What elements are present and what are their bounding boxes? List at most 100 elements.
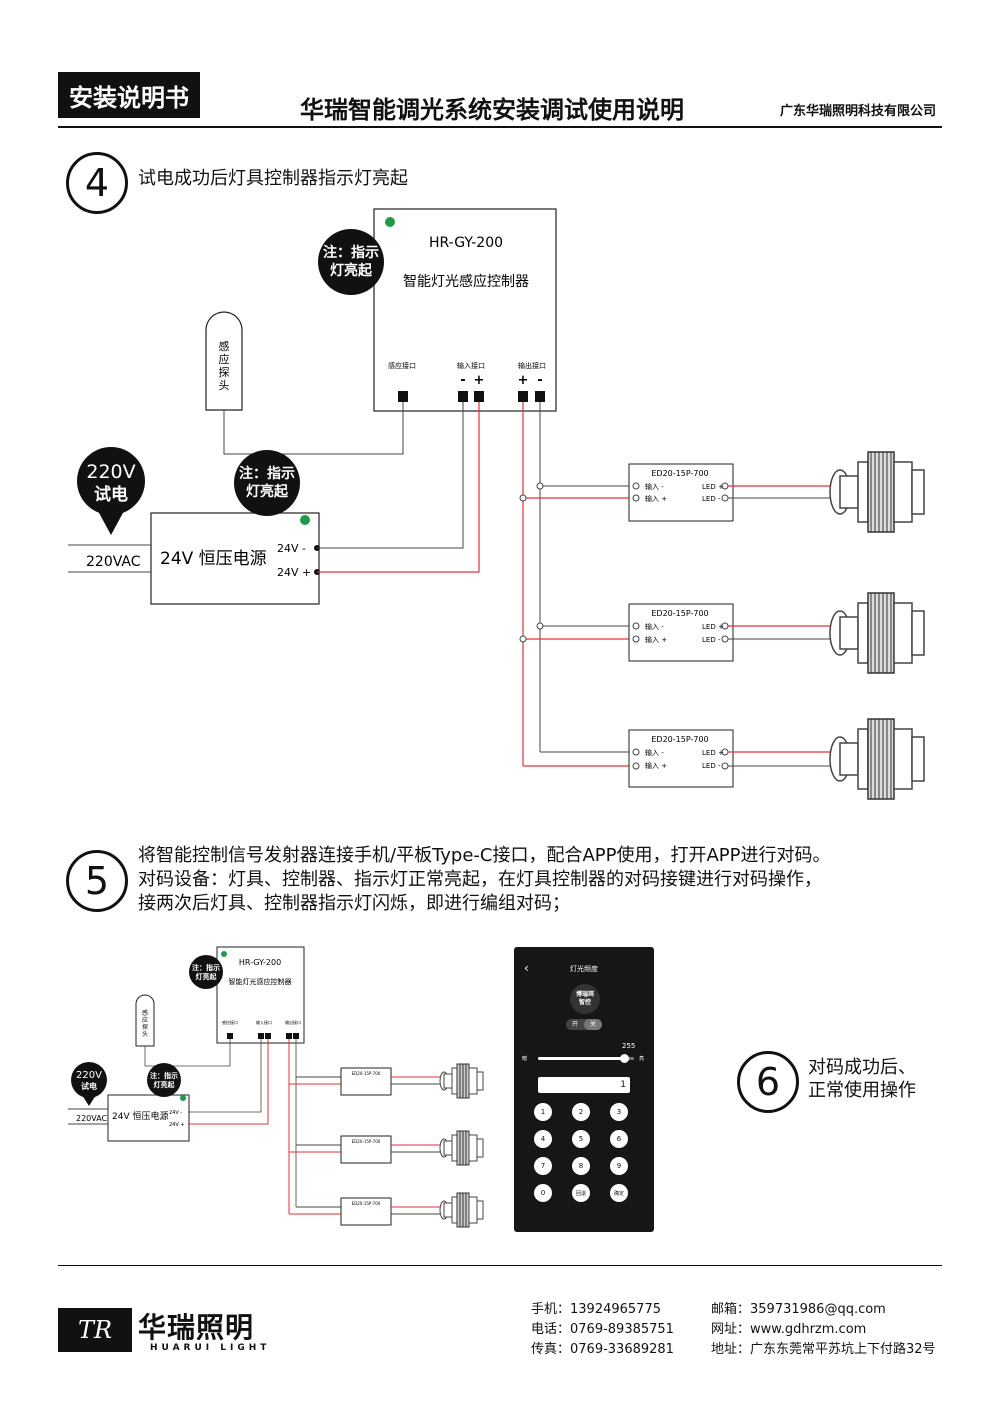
header-divider (58, 126, 942, 128)
svg-text:探: 探 (219, 366, 230, 379)
svg-text:注：指示: 注：指示 (323, 244, 379, 261)
test-220v-bubble (77, 447, 145, 515)
output-minus: - (537, 373, 542, 388)
svg-text:感应接口: 感应接口 (222, 1019, 238, 1025)
svg-text:头: 头 (219, 379, 230, 392)
slider-value: 255 (622, 1042, 636, 1050)
svg-text:220V: 220V (76, 1070, 102, 1081)
svg-text:试电: 试电 (81, 1081, 97, 1091)
step-6-number: 6 (737, 1051, 799, 1113)
svg-text:输入 -: 输入 - (645, 482, 664, 491)
step-6-line-2: 正常使用操作 (808, 1080, 916, 1101)
output-plus: + (518, 373, 529, 388)
keypad-key[interactable]: 6 (610, 1130, 628, 1148)
port-input-label: 输入接口 (457, 361, 485, 370)
svg-text:应: 应 (219, 352, 230, 366)
step-4-text: 试电成功后灯具控制器指示灯亮起 (138, 168, 408, 189)
keypad-key[interactable]: 9 (610, 1157, 628, 1175)
svg-text:感: 感 (142, 1009, 148, 1017)
sensor-probe (205, 311, 243, 411)
brightness-slider[interactable] (538, 1054, 634, 1063)
note-bubble-controller (318, 229, 384, 295)
svg-text:注：指示: 注：指示 (239, 465, 295, 482)
psu-plus: 24V + (277, 566, 311, 579)
step-5-line-2: 对码设备：灯具、控制器、指示灯正常亮起，在灯具控制器的对码接键进行对码操作， (138, 869, 822, 890)
svg-text:试电: 试电 (94, 484, 128, 505)
keypad-key[interactable]: 4 (534, 1130, 552, 1148)
svg-text:220V: 220V (86, 461, 135, 483)
document-title: 华瑞智能调光系统安装调试使用说明 (300, 96, 684, 124)
contact-email[interactable]: 邮箱：359731986@qq.com (711, 1302, 886, 1317)
code-input[interactable]: 1 (538, 1077, 630, 1093)
back-icon[interactable]: ‹ (524, 961, 529, 975)
controller-box (373, 208, 557, 412)
svg-text:LED -: LED - (702, 495, 721, 503)
svg-text:灯亮起: 灯亮起 (154, 1080, 176, 1089)
svg-text:注：指示: 注：指示 (150, 1071, 178, 1080)
controller-indicator-led (385, 217, 395, 227)
svg-text:输出接口: 输出接口 (285, 1019, 301, 1025)
svg-text:灯亮起: 灯亮起 (246, 483, 289, 500)
driver-row-2: ED20-15P-700 输入 - 输入 + LED + LED - (519, 592, 925, 674)
keypad-key[interactable]: 3 (610, 1103, 628, 1121)
company-name: 广东华瑞照明科技有限公司 (780, 104, 937, 119)
svg-text:ED20-15P-700: ED20-15P-700 (651, 735, 708, 744)
brand-subtitle: HUARUI LIGHT (150, 1343, 271, 1353)
svg-text:ED20-15P-700: ED20-15P-700 (651, 469, 708, 478)
keypad-key[interactable]: 5 (572, 1130, 590, 1148)
slider-fill (538, 1057, 625, 1060)
svg-text:输入 -: 输入 - (645, 748, 664, 757)
keypad: 1 2 3 4 5 6 7 8 9 0 回退 确定 (530, 1099, 650, 1219)
keypad-key[interactable]: 确定 (610, 1184, 628, 1202)
keypad-key[interactable]: 0 (534, 1184, 552, 1202)
step-5-line-3: 接两次后灯具、控制器指示灯闪烁，即进行编组对码； (138, 893, 570, 914)
svg-text:智能灯光感应控制器: 智能灯光感应控制器 (229, 977, 292, 986)
keypad-key[interactable]: 回退 (572, 1184, 590, 1202)
svg-text:注：指示: 注：指示 (192, 963, 220, 972)
contact-mobile: 手机：13924965775 (531, 1302, 661, 1317)
svg-text:HR-GY-200: HR-GY-200 (239, 958, 281, 967)
keypad-key[interactable]: 2 (572, 1103, 590, 1121)
svg-text:LED +: LED + (702, 483, 724, 491)
psu-box (150, 512, 320, 605)
step-6-line-1: 对码成功后、 (808, 1057, 916, 1078)
screen-title: 灯光频度 (570, 965, 598, 973)
keypad-key[interactable]: 7 (534, 1157, 552, 1175)
keypad-key[interactable]: 1 (534, 1103, 552, 1121)
contact-address: 地址：广东东莞常平苏坑上下付路32号 (711, 1342, 936, 1357)
note-bubble-psu (234, 450, 300, 516)
svg-text:输入 -: 输入 - (645, 622, 664, 631)
brand-logo-mark: TR (58, 1308, 132, 1352)
svg-text:24V -: 24V - (169, 1110, 182, 1116)
svg-text:输入 +: 输入 + (645, 635, 667, 644)
sensor-label-1: 感 (219, 340, 230, 353)
svg-text:LED -: LED - (702, 636, 721, 644)
svg-text:LED +: LED + (702, 623, 724, 631)
brand-name: 华瑞照明 (138, 1311, 255, 1344)
contact-fax: 传真：0769-33689281 (531, 1342, 674, 1357)
power-toggle[interactable]: 开 关 (566, 1019, 602, 1030)
svg-text:ED20-15P-700: ED20-15P-700 (352, 1071, 381, 1076)
svg-text:ED20-15P-700: ED20-15P-700 (651, 609, 708, 618)
slider-max-label: 亮 (639, 1056, 645, 1062)
svg-text:ED20-15P-700: ED20-15P-700 (352, 1201, 381, 1206)
step-5-number: 5 (66, 850, 128, 912)
contact-phone: 电话：0769-89385751 (531, 1322, 674, 1337)
port-output-label: 输出接口 (518, 361, 546, 370)
ac-label: 220VAC (86, 554, 141, 570)
controller-model: HR-GY-200 (429, 235, 503, 251)
slider-min-label: 暗 (522, 1056, 528, 1062)
slider-knob[interactable] (620, 1054, 630, 1063)
svg-text:灯亮起: 灯亮起 (330, 262, 373, 279)
footer-divider (58, 1265, 942, 1266)
svg-text:探: 探 (142, 1023, 148, 1031)
svg-text:灯亮起: 灯亮起 (196, 972, 218, 981)
input-plus: + (474, 373, 485, 388)
controller-name: 智能灯光感应控制器 (403, 273, 529, 290)
input-minus: - (460, 373, 465, 388)
keypad-key[interactable]: 8 (572, 1157, 590, 1175)
contact-website[interactable]: 网址：www.gdhrzm.com (711, 1322, 867, 1337)
